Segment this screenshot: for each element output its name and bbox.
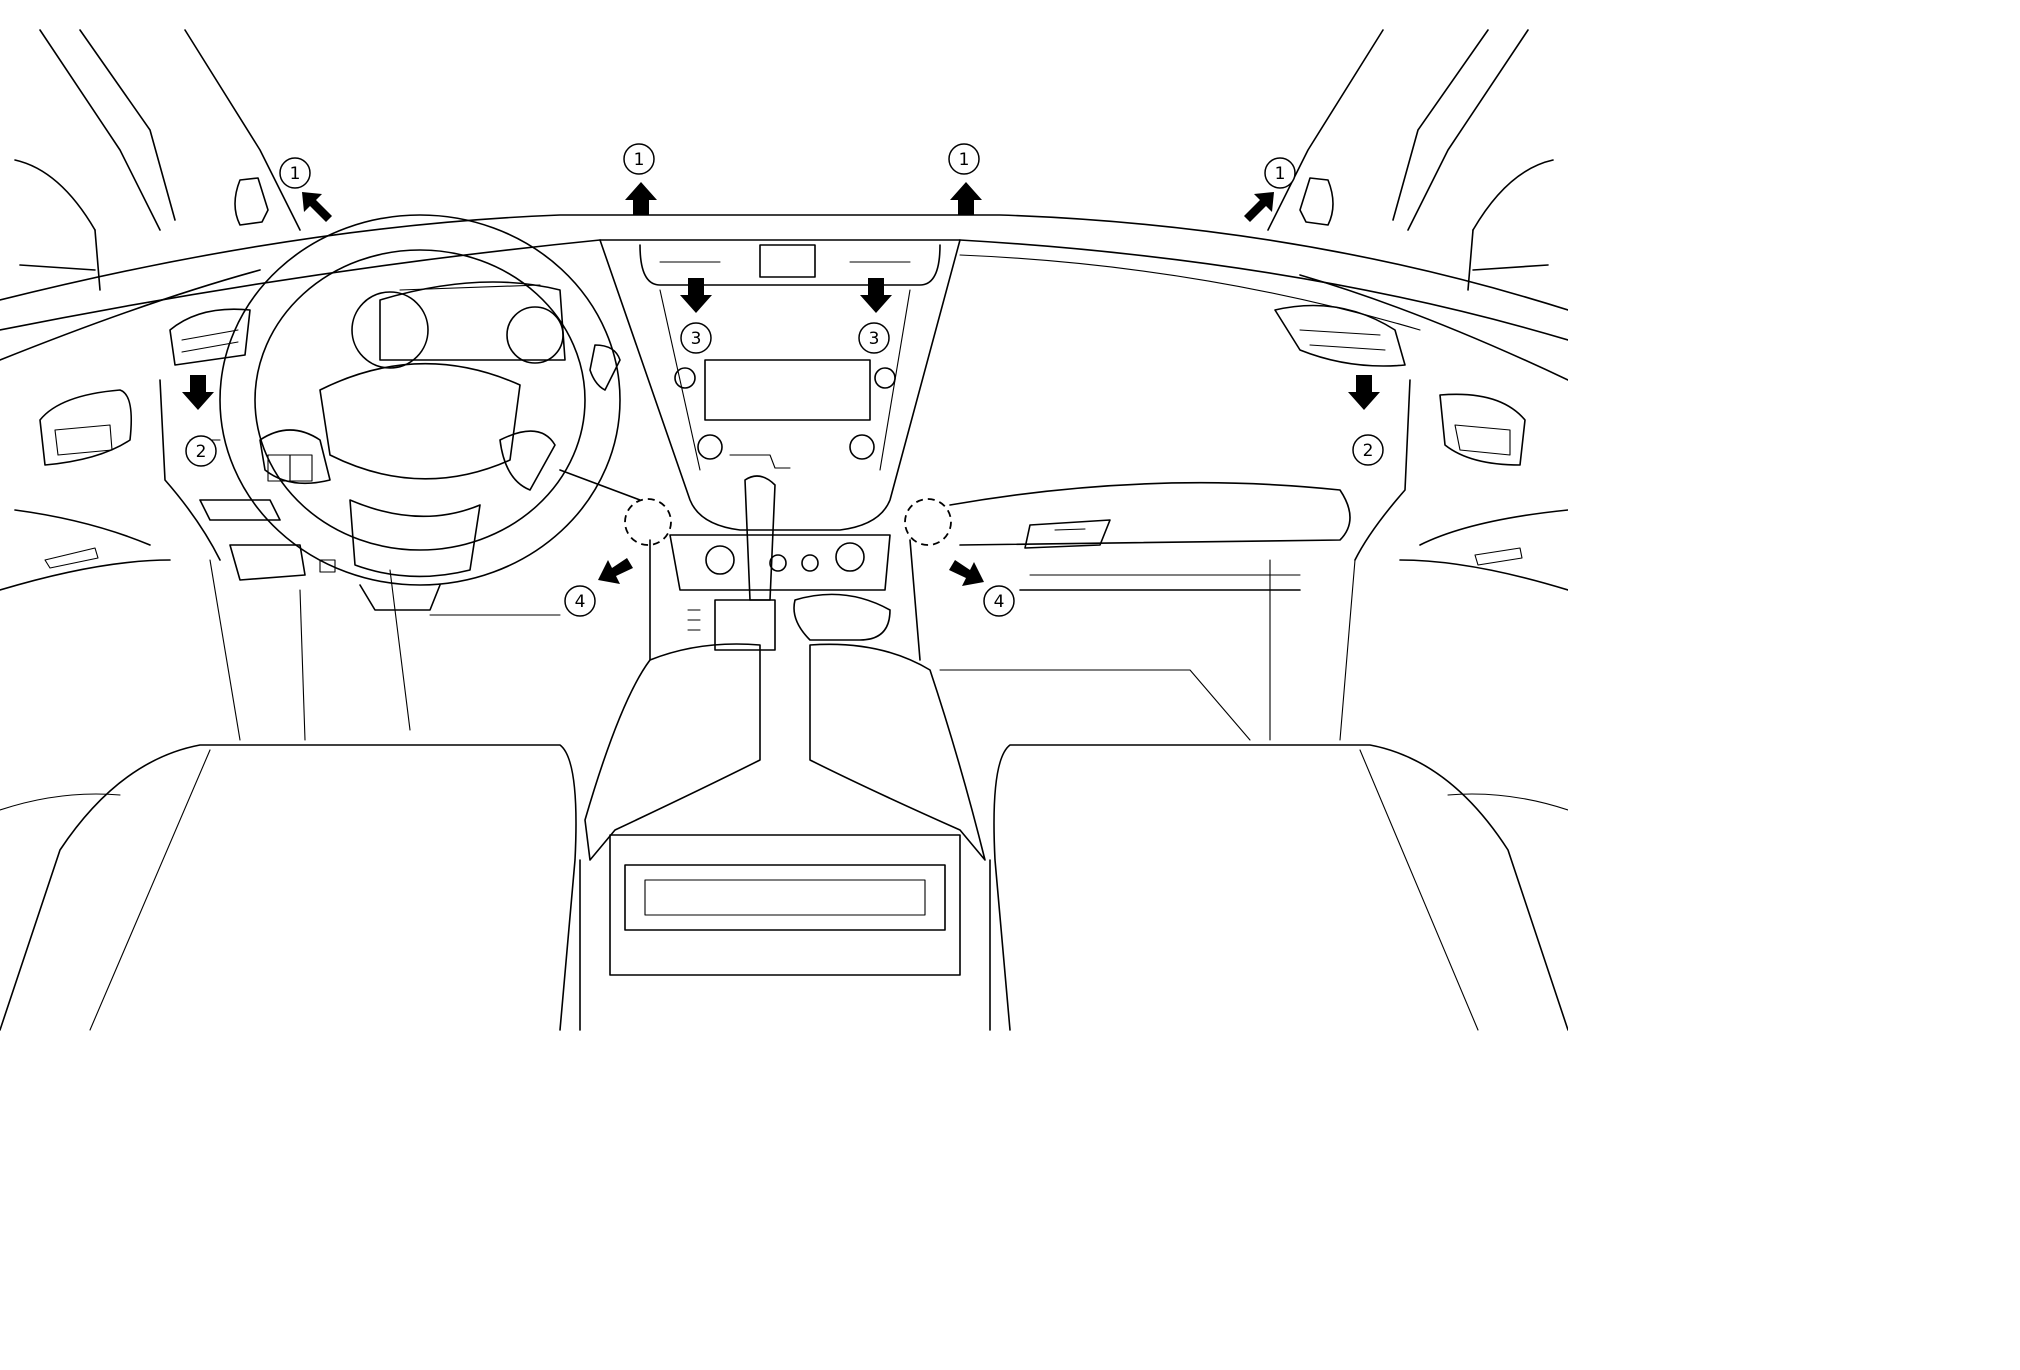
dashboard-top [0, 214, 1568, 381]
callout-1-side-right: 1 [1264, 157, 1296, 189]
airflow-arrows [182, 182, 1380, 586]
svg-text:3: 3 [691, 329, 702, 349]
up-arrow-icon [625, 182, 657, 215]
center-stack [599, 239, 961, 531]
down-arrow-icon [182, 375, 214, 410]
callout-3-left: 3 [680, 322, 712, 354]
left-foot-vent-marker [624, 498, 672, 546]
center-console [649, 475, 921, 661]
callout-4-right: 4 [983, 585, 1015, 617]
up-left-arrow-icon [302, 192, 332, 222]
svg-text:3: 3 [869, 329, 880, 349]
callout-2-left: 2 [185, 435, 217, 467]
floor-lines [209, 559, 1356, 741]
up-right-arrow-icon [1244, 192, 1274, 222]
left-door-handle [0, 389, 171, 591]
steering-wheel [189, 214, 641, 611]
svg-text:4: 4 [575, 592, 586, 612]
left-a-pillar [14, 29, 301, 291]
svg-text:2: 2 [196, 442, 207, 462]
up-arrow-icon [950, 182, 982, 215]
rear-console-tray [579, 834, 991, 1031]
svg-text:1: 1 [1275, 164, 1286, 184]
down-right-arrow-icon [949, 560, 984, 586]
armrest-left [584, 643, 761, 861]
callout-4-left: 4 [564, 585, 596, 617]
callout-1-center-left: 1 [623, 143, 655, 175]
right-a-pillar [1267, 29, 1554, 291]
svg-text:1: 1 [634, 150, 645, 170]
instrument-cluster [379, 281, 566, 361]
right-foot-vent-marker [904, 498, 952, 546]
down-arrow-icon [1348, 375, 1380, 410]
svg-text:4: 4 [994, 592, 1005, 612]
right-door-handle [1399, 393, 1568, 591]
callout-3-right: 3 [858, 322, 890, 354]
right-seat [993, 744, 1568, 1031]
svg-text:2: 2 [1363, 441, 1374, 461]
down-arrow-icon [860, 278, 892, 313]
left-side-vent [159, 308, 251, 561]
vehicle-interior-airflow-diagram: 1 1 1 1 2 2 3 3 [0, 29, 1568, 1031]
down-left-arrow-icon [598, 558, 633, 584]
callout-1-side-left: 1 [279, 157, 311, 189]
armrest-right [809, 643, 986, 861]
down-arrow-icon [680, 278, 712, 313]
right-side-vent [1274, 304, 1411, 561]
callout-1-center-right: 1 [948, 143, 980, 175]
callout-2-right: 2 [1352, 434, 1384, 466]
glovebox [949, 481, 1351, 591]
callouts: 1 1 1 1 2 2 3 3 [185, 143, 1384, 617]
svg-text:1: 1 [959, 150, 970, 170]
svg-text:1: 1 [290, 164, 301, 184]
left-seat [0, 744, 577, 1031]
